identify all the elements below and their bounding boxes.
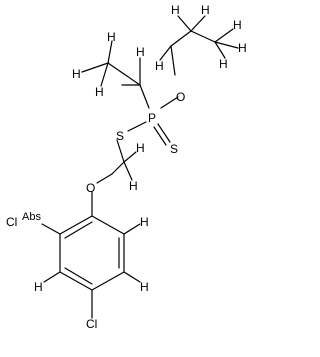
atom-label-h: H <box>72 67 81 81</box>
bond <box>214 41 239 49</box>
bond <box>127 121 147 132</box>
bond <box>107 62 141 86</box>
atom-label-h: H <box>140 280 149 294</box>
bond <box>41 223 61 235</box>
bonds <box>41 15 239 319</box>
bond <box>43 271 61 283</box>
bond <box>59 215 93 235</box>
bond <box>190 15 206 32</box>
bond <box>123 271 141 283</box>
bond <box>59 271 93 291</box>
atom-label-cl-para: Cl <box>86 317 97 331</box>
atom-label-cl-ortho: Cl <box>6 215 17 229</box>
bond <box>139 84 150 109</box>
atom-label-h: H <box>140 215 149 229</box>
bond <box>170 45 176 76</box>
bond <box>107 40 113 64</box>
bond <box>96 173 113 184</box>
atom-label-o-ester: O <box>176 90 185 104</box>
molecule-structure: H H H H H H H H H H H H H H H O P S S O … <box>6 3 247 331</box>
bond <box>123 161 133 181</box>
bond <box>123 151 137 163</box>
atom-label-abs: Abs <box>22 211 41 223</box>
atom-label-p: P <box>148 111 156 125</box>
atom-label-o-ether: O <box>86 181 95 195</box>
atom-label-h: H <box>201 3 210 17</box>
atom-label-h: H <box>155 59 164 73</box>
bond <box>214 41 226 59</box>
atom-label-h: H <box>95 85 104 99</box>
atom-label-h: H <box>136 45 145 59</box>
bond <box>111 161 125 175</box>
bond <box>190 30 216 43</box>
bond <box>160 96 179 109</box>
bond <box>81 62 109 73</box>
bond <box>170 30 192 47</box>
bond <box>214 28 234 43</box>
atom-label-h: H <box>136 141 145 155</box>
bond <box>177 15 192 32</box>
bond <box>153 126 167 146</box>
bond <box>159 45 172 61</box>
atom-label-h: H <box>219 57 228 71</box>
atom-labels: H H H H H H H H H H H H H H H O P S S O … <box>6 3 247 331</box>
atom-label-s-thione: S <box>170 142 178 156</box>
atom-label-h: H <box>171 3 180 17</box>
atom-label-h: H <box>34 280 43 294</box>
bond <box>64 267 93 285</box>
bond <box>91 215 125 235</box>
bond <box>100 62 109 87</box>
bond <box>116 139 125 163</box>
bond <box>64 221 93 239</box>
atom-label-h: H <box>107 30 116 44</box>
bond <box>123 223 141 235</box>
bond <box>91 271 125 291</box>
atom-label-h: H <box>238 41 247 55</box>
atom-label-h: H <box>233 18 242 32</box>
atom-label-s-thioether: S <box>116 129 124 143</box>
bond <box>157 123 171 143</box>
atom-label-h: H <box>129 179 138 193</box>
